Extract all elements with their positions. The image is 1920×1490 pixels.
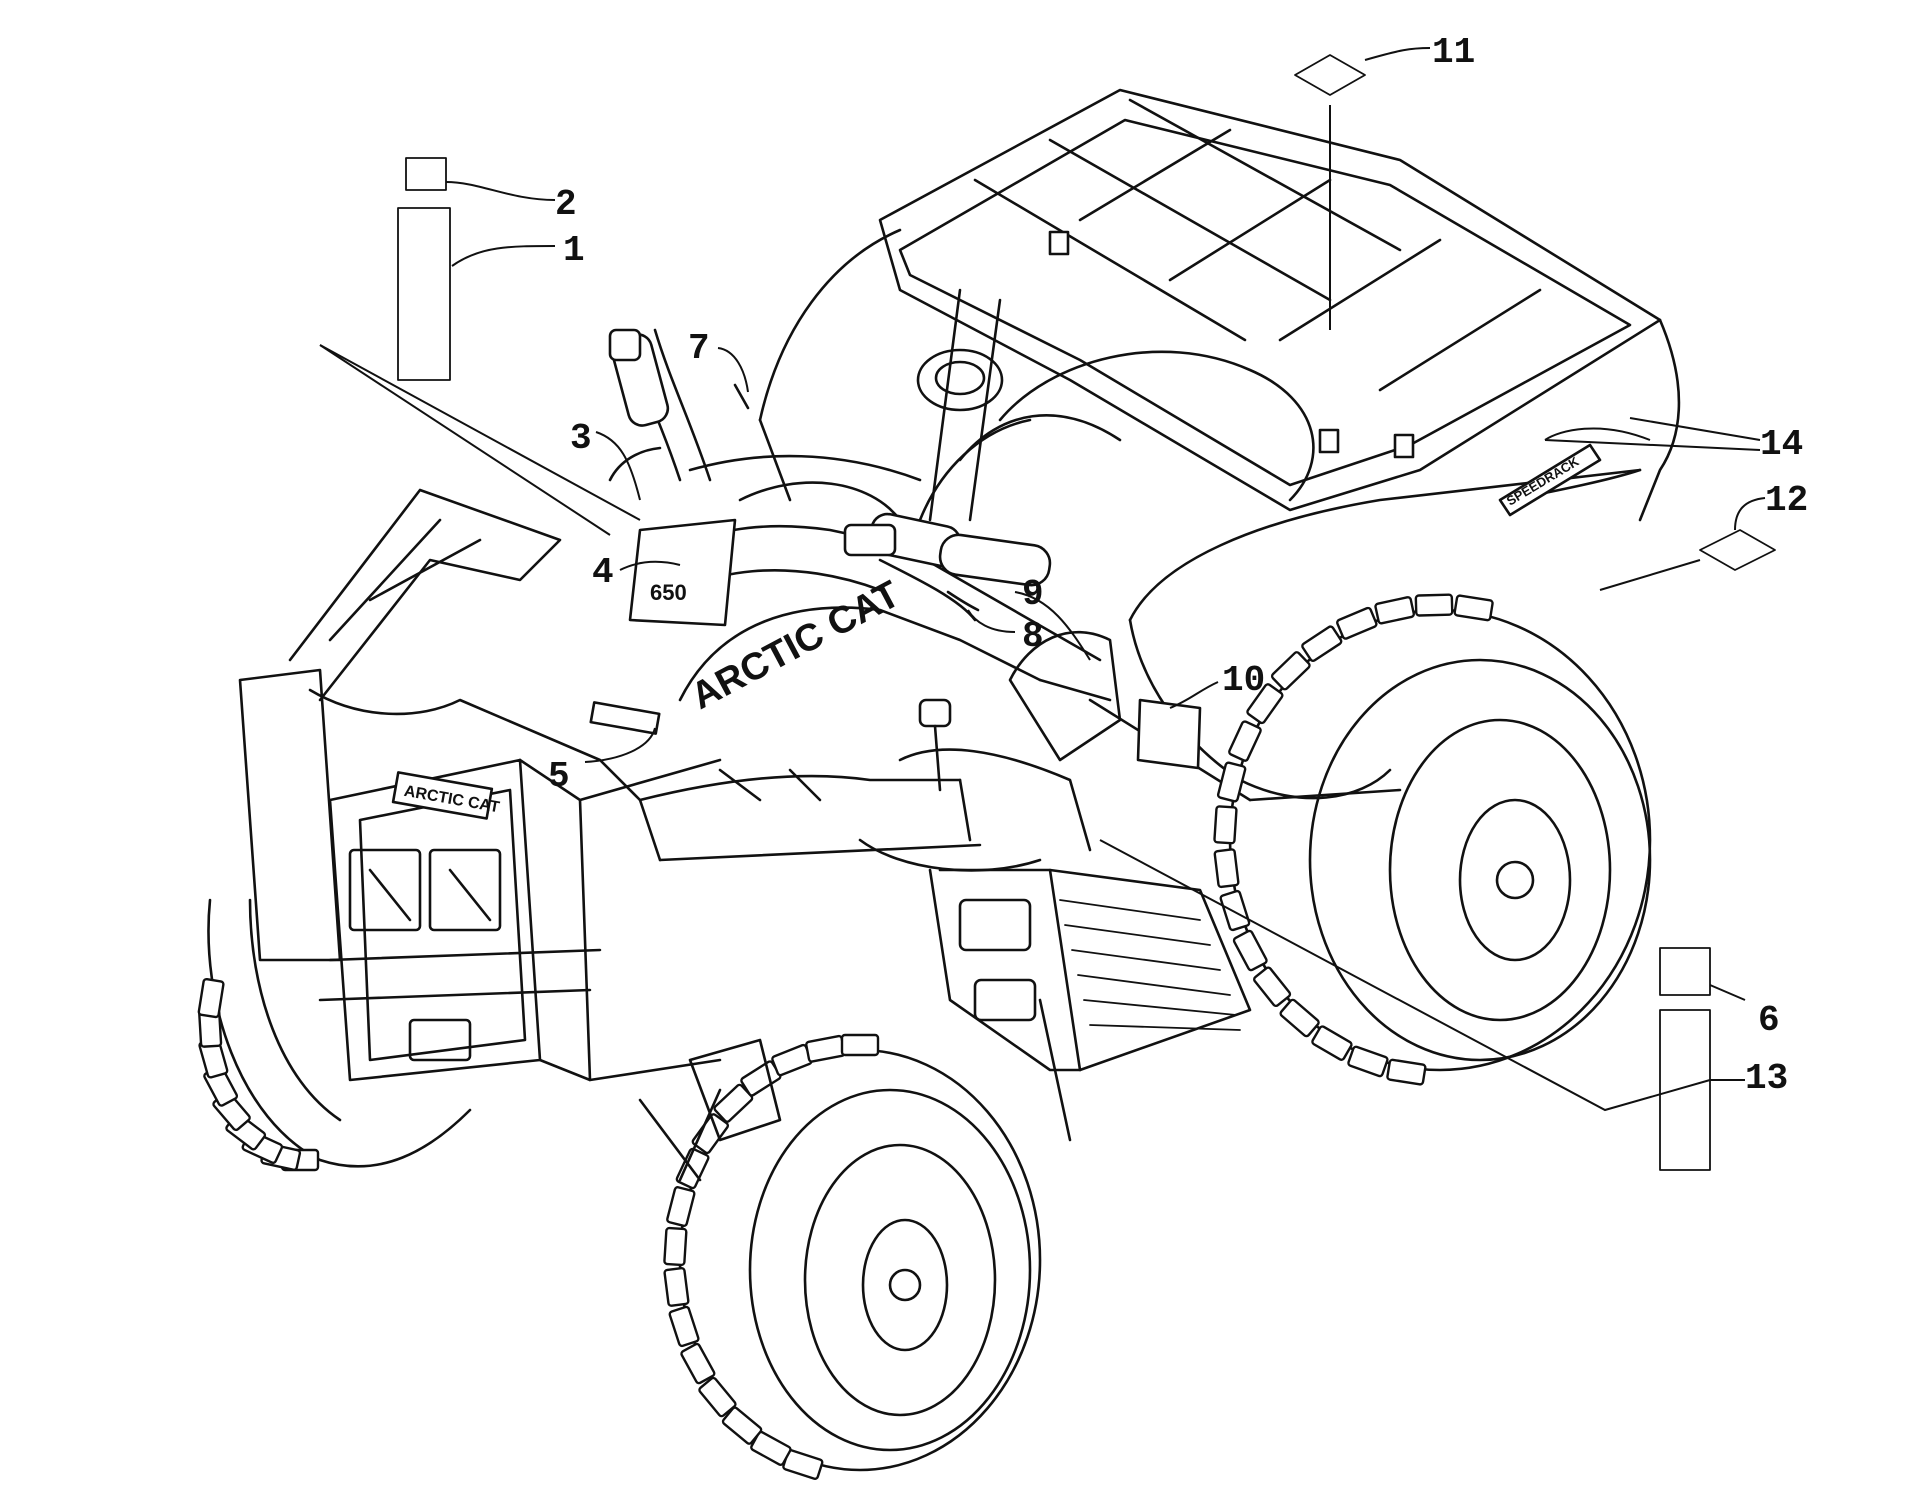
tire-tread-block [1347, 1045, 1389, 1078]
callout-10: 10 [1222, 660, 1265, 701]
callout-7: 7 [688, 328, 710, 369]
tire-tread-block [1336, 606, 1378, 640]
tire-tread-block [1414, 593, 1454, 617]
brush-guard: ARCTIC CAT [238, 668, 722, 1082]
callout-3: 3 [570, 418, 592, 459]
callout-14: 14 [1760, 424, 1803, 465]
front-rack [288, 488, 982, 862]
tire-tread-block [666, 1186, 696, 1228]
callout-4: 4 [592, 552, 614, 593]
callout-13: 13 [1745, 1058, 1788, 1099]
tire-tread-block [1213, 848, 1240, 889]
callout-5: 5 [548, 756, 570, 797]
tire-tread-block [680, 1342, 716, 1385]
tire-tread-block [1246, 683, 1284, 725]
tire-tread-block [1228, 720, 1262, 762]
callout-labels: 2 1 3 4 5 6 7 8 9 10 11 12 13 14 [548, 32, 1808, 1099]
decal-3 [608, 446, 662, 482]
misc-parts [638, 1038, 782, 1182]
pod-decal-text: 650 [650, 580, 687, 605]
decal-2 [405, 157, 447, 191]
decal-1 [397, 207, 451, 381]
tire-tread-block [1216, 761, 1247, 803]
callout-1: 1 [563, 230, 585, 271]
callout-6: 6 [1758, 1000, 1780, 1041]
decal-12 [1699, 529, 1776, 571]
tire-tread-block [1270, 651, 1311, 691]
tire-tread-block [1386, 1058, 1427, 1086]
tire-tread-block [840, 1033, 880, 1057]
decal-13 [1659, 1009, 1711, 1171]
decal-7 [733, 383, 750, 410]
handlebars: 650 [608, 328, 1052, 627]
callout-9: 9 [1022, 574, 1044, 615]
tire-tread-block [1232, 929, 1268, 972]
tire-tread-block [805, 1034, 846, 1063]
tire-tread-block [1311, 1025, 1353, 1061]
mid-body [638, 481, 1252, 1142]
tire-tread-block [1301, 625, 1343, 662]
rear-wheel-right [1213, 593, 1652, 1086]
tire-tread-block [1253, 966, 1292, 1008]
decal-11 [1294, 54, 1366, 96]
tire-tread-block [1279, 998, 1320, 1038]
decal-14 [1498, 443, 1602, 517]
tire-tread-block [1374, 596, 1415, 625]
front-wheel-right [663, 1033, 1042, 1480]
tire-tread-block [197, 977, 225, 1019]
decal-6 [1659, 947, 1711, 996]
tire-tread-block [1213, 805, 1238, 845]
tire-tread-block [721, 1406, 763, 1445]
decal-10 [1136, 698, 1202, 770]
tire-tread-block [1219, 889, 1251, 932]
tire-tread-block [663, 1266, 690, 1307]
leader-lines [319, 47, 1766, 1112]
callout-8: 8 [1022, 616, 1044, 657]
front-wheel-left [197, 898, 472, 1172]
callout-11: 11 [1432, 32, 1475, 73]
tire-tread-block [663, 1226, 688, 1267]
tire-tread-block [1453, 594, 1494, 622]
speedrack-text: SPEEDRACK [1504, 453, 1582, 508]
tire-tread-block [668, 1305, 700, 1348]
decals: SPEEDRACK ARCTIC CAT [397, 54, 1776, 1171]
callout-2: 2 [555, 184, 577, 225]
rear-rack [878, 88, 1662, 512]
decal-8 [946, 590, 980, 612]
decal-5 [589, 701, 661, 735]
callout-12: 12 [1765, 480, 1808, 521]
tire-tread-block [698, 1376, 737, 1418]
